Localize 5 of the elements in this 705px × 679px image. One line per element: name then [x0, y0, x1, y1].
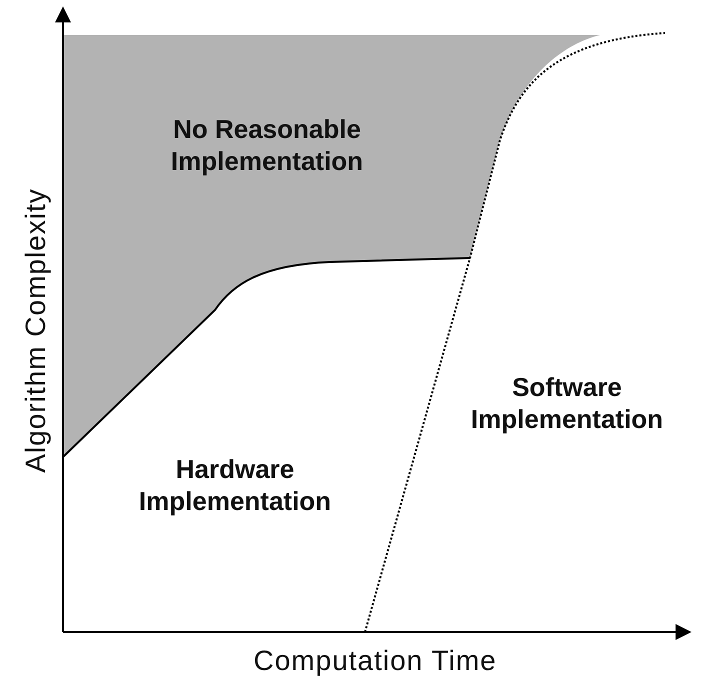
- axis-title: Algorithm Complexity: [18, 188, 52, 472]
- region-label: No Reasonable Implementation: [170, 112, 364, 178]
- region-label: Hardware Implementation: [138, 452, 332, 518]
- region-label: Software Implementation: [470, 370, 664, 436]
- axis-title: Computation Time: [254, 644, 497, 678]
